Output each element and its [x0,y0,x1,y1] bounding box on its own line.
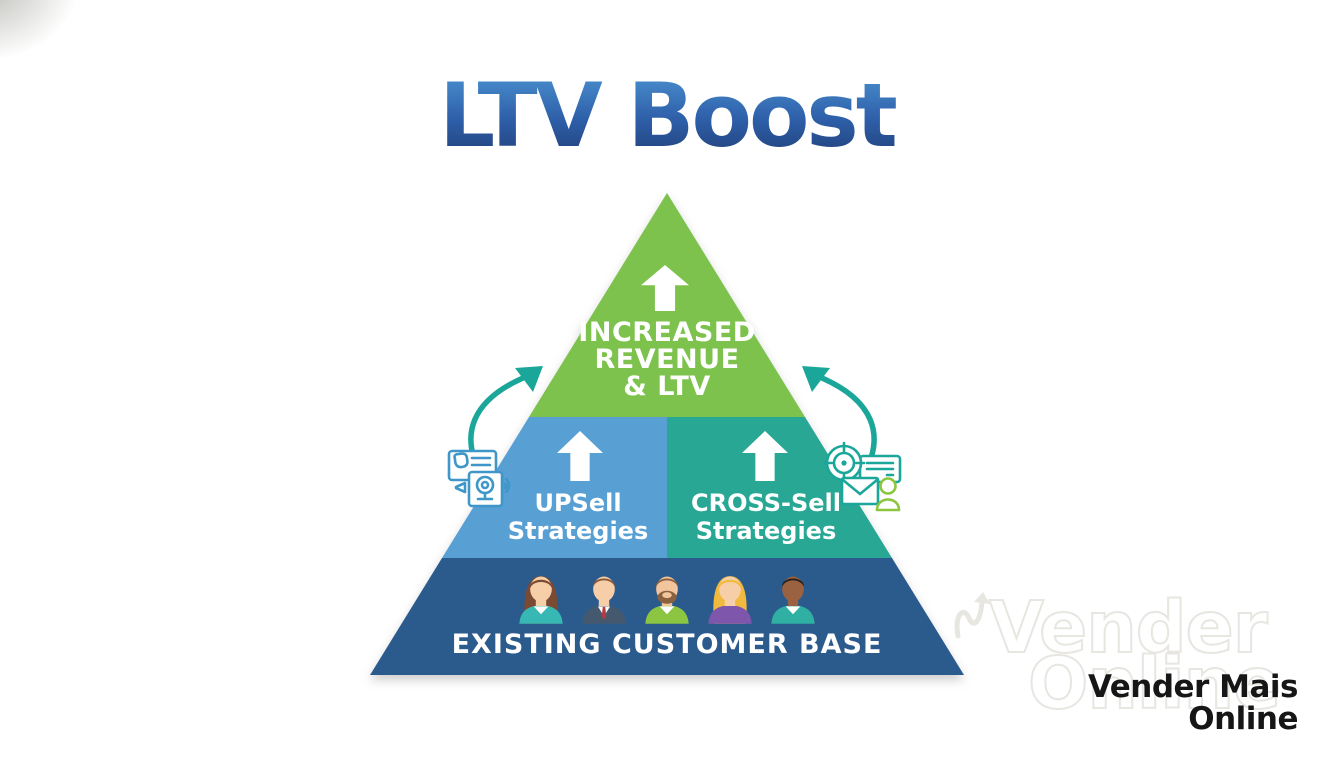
avatar-icon [582,576,626,624]
envelope-icon [840,476,880,506]
customer-avatars [515,565,819,627]
upsell-section-label: UPSell Strategies [507,489,649,545]
brand-name: Vender Mais Online [1087,669,1299,737]
crosssell-section-label: CROSS-Sell Strategies [691,489,841,545]
avatar-icon [519,576,563,624]
megaphone-icon [454,481,467,494]
crosssell-icons [822,441,902,512]
avatar-icon [708,576,752,624]
page-title: LTV Boost [0,64,1334,167]
watermark-line1: Vender [988,585,1269,670]
avatar-icon [771,576,815,624]
chat-card-icon [858,454,902,484]
swoosh-arrow-logo-icon [954,592,990,639]
webcam-icon [467,470,504,508]
ltv-pyramid: INCREASED REVENUE & LTV UPSell Strategie… [370,193,964,675]
avatar-icon [645,576,689,624]
watermark-line2: Online [1027,641,1282,726]
upsell-icons [447,449,511,508]
brand-line1: Vender Mais [1087,669,1299,705]
brand-line2: Online [1188,701,1298,737]
base-section-label: EXISTING CUSTOMER BASE [451,629,883,660]
sound-wave-icon [503,477,511,494]
top-section-label: INCREASED REVENUE & LTV [578,317,756,402]
person-icon [875,477,901,512]
target-icon [822,441,866,485]
